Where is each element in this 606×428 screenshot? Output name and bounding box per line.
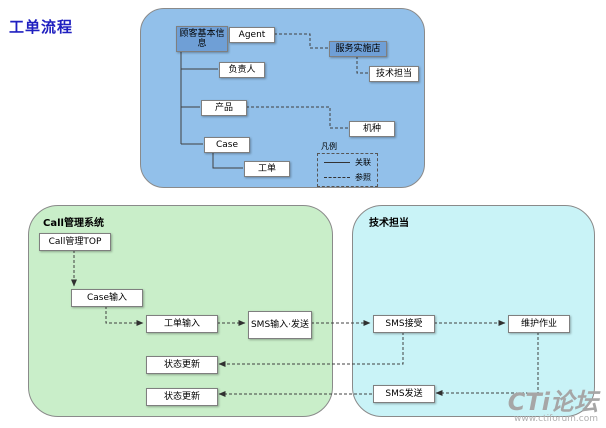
node-product: 产品 xyxy=(201,100,247,116)
ctiforum-url: www.ctiforum.com xyxy=(513,414,598,424)
legend-title: 凡例 xyxy=(321,142,337,151)
node-service-store: 服务实施店 xyxy=(329,41,387,57)
legend-row-solid: 关联 xyxy=(324,157,371,168)
node-status-update-2: 状态更新 xyxy=(146,388,218,406)
node-status-update-1: 状态更新 xyxy=(146,356,218,374)
node-case-input: Case输入 xyxy=(71,289,143,307)
call-panel-title: Call管理系统 xyxy=(43,218,104,229)
legend-solid-label: 关联 xyxy=(355,158,371,167)
legend-row-dashed: 参照 xyxy=(324,172,371,183)
node-customer-info: 顾客基本信息 xyxy=(176,26,228,52)
tech-staff-panel: 技术担当 SMS接受 维护作业 SMS发送 xyxy=(352,205,595,417)
watermark: CTi论坛 www.ctiforum.com xyxy=(508,390,598,424)
node-sms-receive: SMS接受 xyxy=(373,315,435,333)
data-model-panel: 顾客基本信息 Agent 服务实施店 技术担当 负责人 产品 机种 Case 工… xyxy=(140,8,425,188)
node-sms-input: SMS输入·发送 xyxy=(248,311,312,339)
node-maintenance: 维护作业 xyxy=(508,315,570,333)
dashed-line-sample xyxy=(324,177,350,178)
node-tech-lead: 技术担当 xyxy=(369,66,419,82)
legend: 凡例 关联 参照 xyxy=(317,141,378,187)
node-model: 机种 xyxy=(349,121,395,137)
node-agent: Agent xyxy=(229,27,275,43)
node-person-in-charge: 负责人 xyxy=(219,62,265,78)
ctiforum-logo: CTi论坛 xyxy=(507,388,598,416)
legend-box: 关联 参照 xyxy=(317,153,378,187)
call-system-panel: Call管理系统 Call管理TOP Case输入 工单输入 SMS输入·发送 … xyxy=(28,205,333,417)
node-call-top: Call管理TOP xyxy=(39,233,111,251)
legend-dashed-label: 参照 xyxy=(355,173,371,182)
page-title: 工单流程 xyxy=(9,18,74,36)
tech-panel-title: 技术担当 xyxy=(369,218,409,229)
node-case: Case xyxy=(204,137,250,153)
node-work-order: 工单 xyxy=(244,161,290,177)
node-sms-send: SMS发送 xyxy=(373,385,435,403)
node-order-input: 工单输入 xyxy=(146,315,218,333)
solid-line-sample xyxy=(324,162,350,163)
